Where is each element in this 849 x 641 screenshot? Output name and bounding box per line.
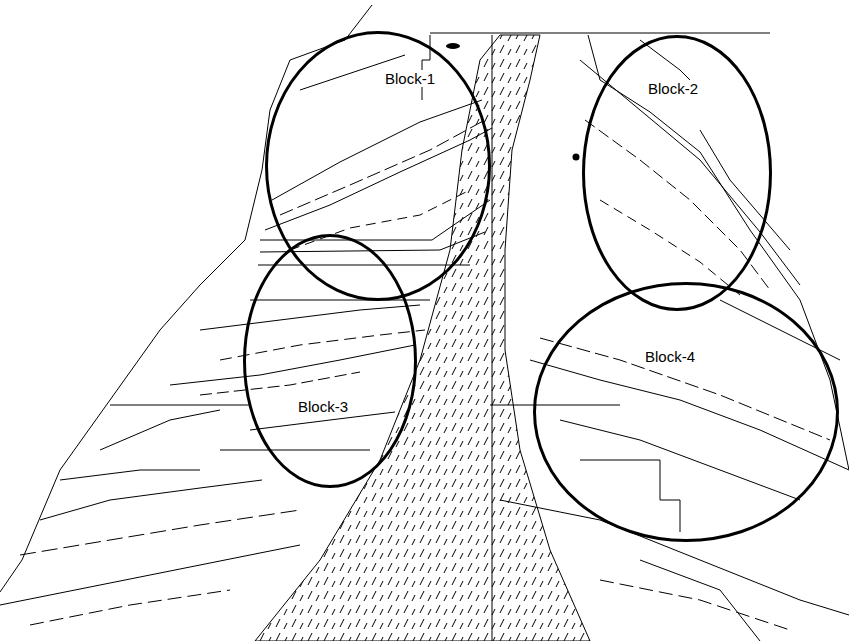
block-label: Block-1	[383, 70, 437, 87]
block-label: Block-3	[296, 398, 350, 415]
fracture	[220, 450, 370, 451]
outline-right	[588, 35, 849, 470]
dot-symbol	[573, 154, 580, 161]
ellipse-outline	[533, 282, 839, 542]
fracture	[200, 372, 360, 395]
fracture	[585, 120, 770, 290]
ellipse-outline	[584, 37, 771, 310]
fracture	[580, 60, 800, 285]
fracture	[100, 410, 220, 450]
block-label: Block-2	[646, 80, 700, 97]
fracture	[640, 560, 760, 641]
top-line	[430, 33, 770, 34]
fracture	[530, 360, 849, 470]
block-ellipse: Block-3	[243, 234, 417, 488]
fracture	[600, 580, 790, 630]
fracture	[720, 300, 840, 360]
fracture	[60, 470, 200, 480]
dot-symbol	[446, 43, 460, 49]
fracture	[200, 305, 420, 330]
fracture	[170, 345, 415, 385]
fracture	[580, 460, 680, 532]
band-line	[492, 35, 493, 641]
outline-left	[0, 5, 372, 592]
fracture-lines	[0, 5, 849, 641]
fracture	[30, 590, 230, 625]
ellipse-outline	[267, 33, 490, 300]
fracture	[220, 330, 425, 360]
fracture	[0, 545, 300, 605]
ellipse-outline	[243, 234, 417, 488]
fracture	[280, 120, 485, 215]
fracture	[110, 405, 250, 406]
fracture	[290, 190, 470, 250]
fracture	[700, 130, 790, 250]
ellipse-outline	[265, 31, 491, 301]
fracture	[20, 510, 300, 555]
ellipse-outline	[535, 284, 838, 541]
ellipse-outline	[582, 35, 772, 311]
central-band	[255, 35, 590, 641]
block-label: Block-4	[643, 348, 697, 365]
ellipse-outline	[245, 236, 416, 487]
block-ellipse: Block-4	[533, 282, 839, 542]
fracture	[250, 412, 395, 430]
fracture	[490, 405, 620, 406]
block-ellipse: Block-1	[265, 31, 491, 301]
fracture	[258, 265, 470, 266]
rect-line	[260, 200, 490, 240]
fracture	[540, 338, 830, 440]
fracture	[272, 100, 482, 200]
fracture	[500, 500, 849, 615]
block-ellipse: Block-2	[582, 35, 772, 311]
fracture	[40, 480, 262, 520]
